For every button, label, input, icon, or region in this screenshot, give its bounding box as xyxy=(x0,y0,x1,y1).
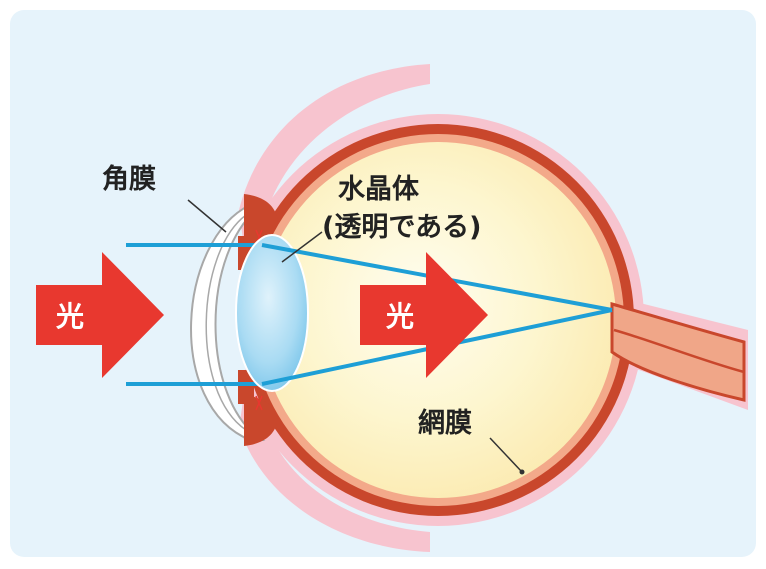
light-arrow-right-label: 光 xyxy=(385,300,414,333)
light-arrow-left-label: 光 xyxy=(55,300,84,333)
optic-nerve-center-line xyxy=(613,328,745,374)
light-arrow-left xyxy=(36,252,164,378)
retina-label: 網膜 xyxy=(418,407,472,439)
lens-label-line1: 水晶体 xyxy=(338,174,420,205)
iris-upper xyxy=(244,194,278,244)
lens xyxy=(235,234,309,392)
iris-lower xyxy=(244,396,278,446)
iris-lower-strip xyxy=(238,370,254,404)
cornea-label: 角膜 xyxy=(102,163,156,195)
light-arrow-right xyxy=(360,252,488,378)
zonule-lower xyxy=(255,395,263,411)
lens-leader-line xyxy=(281,231,323,263)
cornea-inner-line xyxy=(205,214,247,431)
cornea-leader-line xyxy=(187,199,227,233)
lens-label-line2: (透明である) xyxy=(322,212,481,243)
retina-leader-dot xyxy=(519,469,525,475)
retina-leader-line xyxy=(489,437,523,473)
